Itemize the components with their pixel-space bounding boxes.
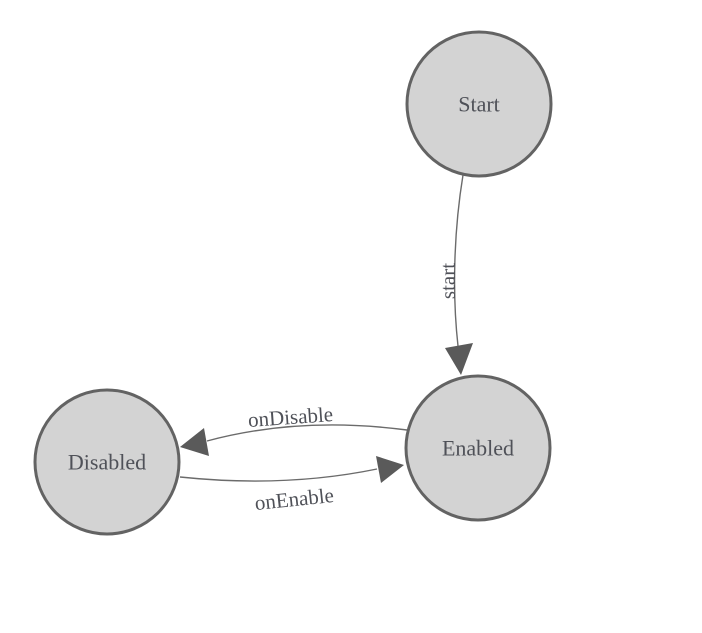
- state-node-disabled: Disabled: [33, 388, 181, 536]
- state-node-start: Start: [405, 30, 553, 178]
- state-label-enabled: Enabled: [442, 436, 514, 461]
- edge-enabled-to-disabled: onDisable: [180, 402, 408, 456]
- state-label-disabled: Disabled: [68, 450, 146, 475]
- arrowhead-enabled-to-disabled: [180, 428, 209, 456]
- state-label-start: Start: [458, 92, 500, 117]
- edge-line-start: [453, 174, 464, 347]
- edge-line-ondisable: [206, 424, 408, 442]
- edge-disabled-to-enabled: onEnable: [179, 456, 404, 515]
- state-circle-disabled: [33, 388, 181, 536]
- edge-start-to-enabled: start: [436, 174, 473, 375]
- edge-label-start: start: [436, 263, 460, 299]
- arrowhead-start-to-enabled: [445, 343, 473, 375]
- state-circle-enabled: [404, 374, 552, 522]
- state-circle-start: [405, 30, 553, 178]
- edge-label-ondisable: onDisable: [247, 402, 334, 432]
- edge-label-onenable: onEnable: [254, 483, 335, 515]
- edge-line-onenable: [179, 468, 378, 482]
- arrowhead-disabled-to-enabled: [376, 456, 404, 483]
- state-node-enabled: Enabled: [404, 374, 552, 522]
